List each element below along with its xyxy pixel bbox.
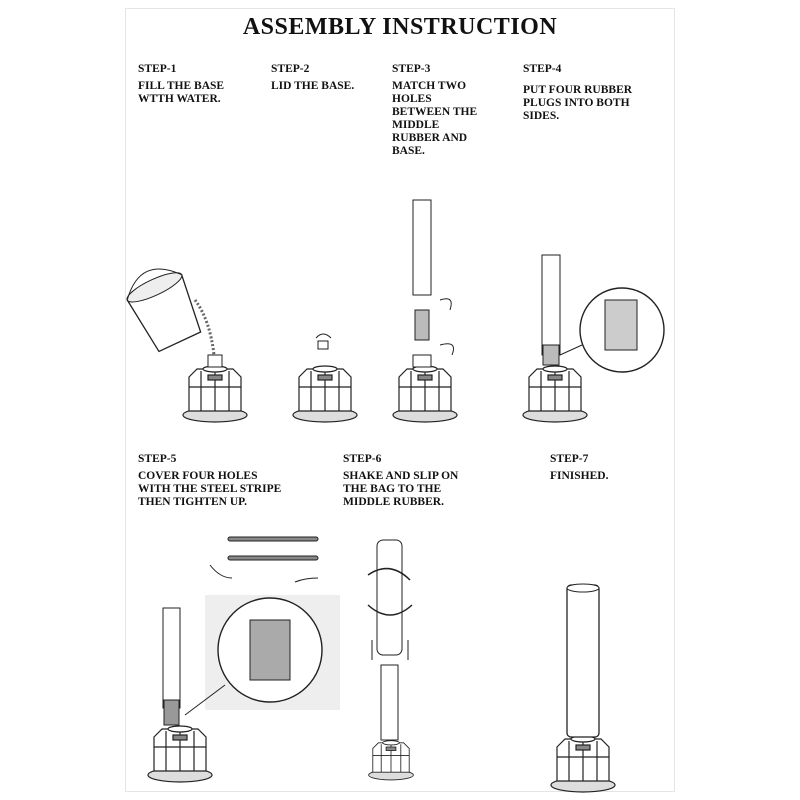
step-text: MATCH TWO HOLES BETWEEN THE MIDDLE RUBBE… [392,80,478,157]
step-7: STEP-7 FINISHED. [550,453,608,483]
step-label: STEP-6 [343,453,382,465]
step-3-illustration [392,199,458,423]
arrow-icon [439,343,454,356]
step-text: FILL THE BASE WTTH WATER. [138,80,225,105]
step-5: STEP-5 COVER FOUR HOLES WITH THE STEEL S… [138,453,281,509]
page-title: ASSEMBLY INSTRUCTION [242,14,558,40]
arrow-icon [439,298,452,311]
step-label: STEP-4 [523,63,562,75]
step-text: SHAKE AND SLIP ON THE BAG TO THE MIDDLE … [343,470,459,508]
step-4-illustration [522,254,665,423]
bag [376,539,403,656]
step-text: COVER FOUR HOLES WITH THE STEEL STRIPE T… [138,470,282,508]
steel-stripe [227,536,319,542]
step-label: STEP-2 [271,63,310,75]
step-label: STEP-5 [138,453,177,465]
step-7-illustration [550,583,616,793]
step-text: LID THE BASE. [271,80,355,92]
step-6: STEP-6 SHAKE AND SLIP ON THE BAG TO THE … [343,453,458,509]
step-label: STEP-3 [392,63,431,75]
bucket-icon [126,268,202,353]
step-1: STEP-1 FILL THE BASE WTTH WATER. [138,63,224,106]
step-label: STEP-7 [550,453,589,465]
step-2-illustration [292,333,358,423]
step-2: STEP-2 LID THE BASE. [271,63,354,93]
step-4: STEP-4 PUT FOUR RUBBER PLUGS INTO BOTH S… [523,63,632,123]
step-text: FINISHED. [550,470,609,482]
step-text: PUT FOUR RUBBER PLUGS INTO BOTH SIDES. [523,84,633,122]
step-1-illustration [126,268,248,423]
step-6-illustration [367,539,414,781]
step-3: STEP-3 MATCH TWO HOLES BETWEEN THE MIDDL… [392,63,477,158]
rotate-arrow-icon [315,333,332,339]
steel-stripe [227,555,319,561]
step-5-illustration [147,536,340,783]
step-label: STEP-1 [138,63,177,75]
